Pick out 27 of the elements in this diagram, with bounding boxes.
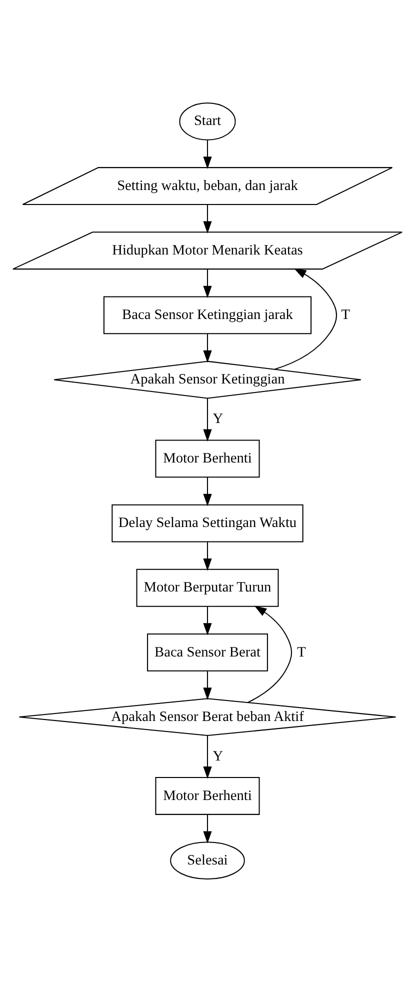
arrow xyxy=(202,606,212,635)
arrow xyxy=(202,542,212,570)
node-diamond: Apakah Sensor Berat beban Aktif xyxy=(18,698,396,736)
arrow xyxy=(202,814,212,843)
arrow xyxy=(202,333,212,362)
arrow xyxy=(202,477,212,506)
arrow xyxy=(247,605,292,702)
arrow xyxy=(274,268,337,370)
node-box: Motor Berhenti xyxy=(154,776,260,814)
edge-label: Y xyxy=(212,410,223,427)
arrow xyxy=(202,735,212,778)
edge-label: T xyxy=(340,306,350,322)
edge-label: T xyxy=(296,644,306,660)
node-ellipse: Selesai xyxy=(170,841,244,880)
arrow xyxy=(202,268,212,298)
node-ellipse: Start xyxy=(178,102,236,140)
arrow xyxy=(202,398,212,442)
arrow xyxy=(202,670,212,700)
node-box: Delay Selama Settingan Waktu xyxy=(111,504,303,542)
node-box: Baca Sensor Berat xyxy=(146,633,268,671)
node-diamond: Apakah Sensor Ketinggian xyxy=(53,360,361,398)
arrow xyxy=(202,204,212,234)
arrow xyxy=(202,140,212,168)
edge-label: Y xyxy=(212,748,223,764)
node-box: Motor Berhenti xyxy=(154,439,260,478)
node-box: Motor Berputar Turun xyxy=(136,568,278,606)
node-box: Baca Sensor Ketinggian jarak xyxy=(102,296,312,334)
